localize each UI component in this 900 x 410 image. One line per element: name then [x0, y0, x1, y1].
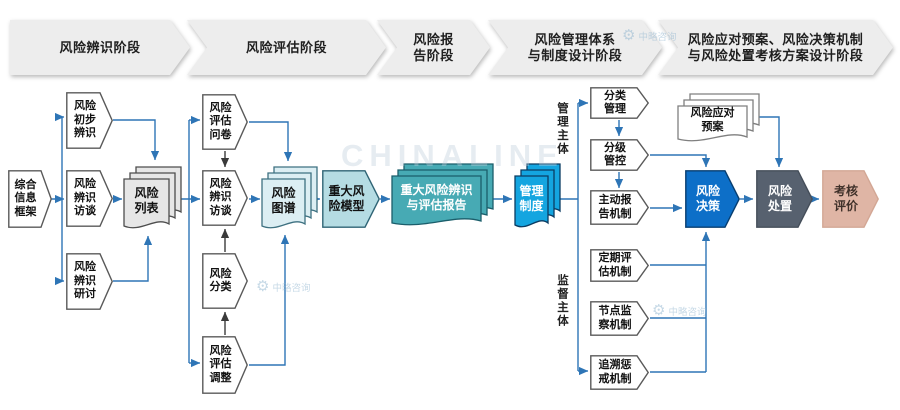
chevron-shape	[187, 20, 386, 75]
node-label: 风险 分类	[209, 267, 232, 294]
node-label: 风险 图谱	[271, 185, 296, 215]
node-label: 追溯惩 戒机制	[598, 359, 632, 385]
node-major-risk-report: 重大风险辨识 与评估报告	[391, 163, 494, 229]
node-assessment-adjustment: 风险 评估 调整	[202, 336, 248, 394]
label-supervision-subject: 监督主体	[556, 274, 568, 328]
node-assessment-evaluation: 考核 评价	[822, 170, 879, 228]
node-label: 重大风 险模型	[328, 184, 365, 213]
node-label: 主动报 告机制	[598, 194, 632, 220]
phase-label: 风险评估阶段	[245, 39, 327, 55]
node-risk-map: 风险 图谱	[261, 166, 318, 232]
phase-identification: 风险辨识阶段	[10, 20, 190, 75]
node-label: 风险 评估 问卷	[209, 101, 232, 141]
phase-response-design: 风险应对预案、风险决策机制 与风险处置考核方案设计阶段	[658, 20, 893, 75]
phase-reporting: 风险报 告阶段	[377, 20, 490, 75]
node-label: 重大风险辨识 与评估报告	[400, 182, 473, 212]
chevron-shape	[10, 20, 190, 75]
phase-label: 风险辨识阶段	[59, 39, 141, 55]
node-label: 风险 辨识 访谈	[74, 178, 96, 218]
phase-label: 风险管理体系 与制度设计阶段	[527, 31, 623, 63]
chevron-shape	[488, 20, 662, 75]
phase-assessment: 风险评估阶段	[187, 20, 386, 75]
node-label: 风险 列表	[134, 185, 159, 215]
node-label: 风险 决策	[695, 184, 720, 213]
node-label: 风险应对 预案	[690, 107, 735, 133]
node-label: 节点监 察机制	[598, 305, 632, 331]
node-risk-disposal: 风险 处置	[756, 170, 813, 228]
node-info-framework: 综合 信息 框架	[8, 170, 52, 228]
node-label: 风险 辨识 访谈	[209, 177, 232, 217]
phase-system-design: 风险管理体系 与制度设计阶段	[488, 20, 662, 75]
node-label: 风险 评估 调整	[209, 344, 232, 384]
node-identification-interview-1: 风险 辨识 访谈	[66, 170, 113, 227]
node-active-reporting-mechanism: 主动报 告机制	[590, 190, 650, 225]
chevron-shape	[658, 20, 893, 75]
node-periodic-evaluation-mechanism: 定期评 估机制	[590, 249, 650, 282]
node-risk-classification: 风险 分类	[202, 253, 248, 309]
node-graded-control: 分级 管控	[590, 139, 650, 171]
node-label: 分级 管控	[604, 141, 626, 168]
node-label: 管理 制度	[519, 183, 544, 213]
node-identification-interview-2: 风险 辨识 访谈	[202, 170, 248, 226]
phase-label: 风险报 告阶段	[413, 31, 454, 63]
node-label: 考核 评价	[833, 184, 858, 213]
label-management-subject: 管理主体	[556, 102, 568, 156]
node-label: 风险 辨识 研讨	[74, 261, 96, 301]
node-identification-workshop: 风险 辨识 研讨	[66, 253, 113, 310]
node-label: 综合 信息 框架	[14, 178, 37, 218]
node-label: 定期评 估机制	[598, 252, 632, 278]
node-initial-identification: 风险 初步 辨识	[66, 92, 113, 149]
node-response-plan: 风险应对 预案	[677, 93, 760, 145]
phase-label: 风险应对预案、风险决策机制 与风险处置考核方案设计阶段	[687, 31, 864, 63]
node-risk-decision: 风险 决策	[685, 170, 740, 228]
node-assessment-questionnaire: 风险 评估 问卷	[202, 94, 248, 150]
node-classified-management: 分类 管理	[590, 87, 650, 119]
node-node-monitoring-mechanism: 节点监 察机制	[590, 301, 650, 336]
node-trace-discipline-mechanism: 追溯惩 戒机制	[590, 355, 650, 390]
node-label: 风险 初步 辨识	[74, 100, 96, 140]
node-label: 风险 处置	[767, 184, 792, 213]
node-risk-list: 风险 列表	[123, 166, 182, 232]
node-management-system: 管理 制度	[514, 163, 561, 231]
node-major-risk-model: 重大风 险模型	[322, 170, 380, 228]
node-label: 分类 管理	[604, 89, 626, 116]
